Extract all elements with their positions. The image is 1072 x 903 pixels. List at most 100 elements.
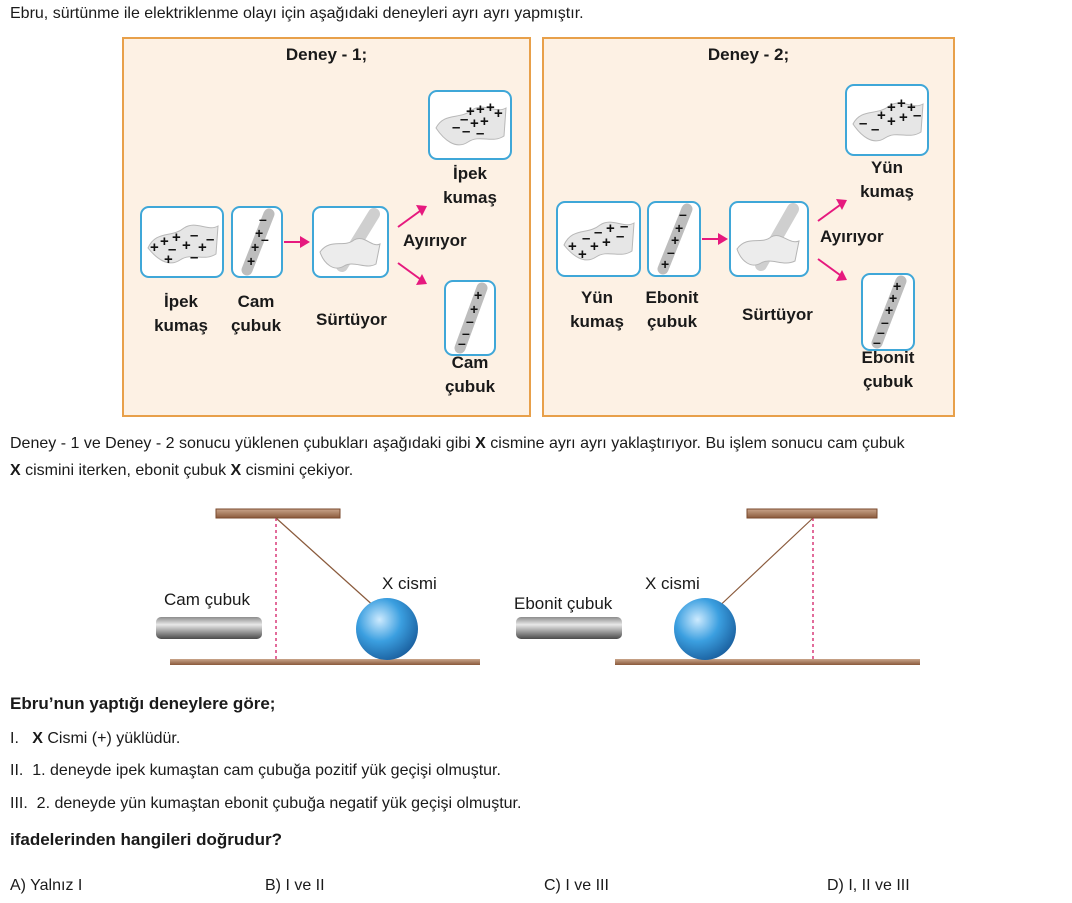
svg-text:–: – [877,324,885,340]
arrow-down-right-icon [397,262,427,285]
result-wool-fabric-illustration: – – + + + + + + – [852,95,924,142]
svg-text:+: + [885,302,893,318]
ebonite-rod-card: – + + – + [647,201,701,277]
silk-fabric-card: + + – + + – + – + – [140,206,224,278]
svg-text:+: + [470,115,479,132]
svg-text:+: + [899,109,908,126]
wool-fabric-illustration: + + – + – + + – – [563,218,635,263]
svg-text:–: – [616,228,624,245]
svg-text:–: – [620,218,628,235]
deney-2-panel: Deney - 2; + + – + – + + – – – + + – + [542,37,955,417]
ebonite-rod-illustration: – + + – + [657,203,693,275]
svg-text:+: + [602,234,611,251]
wool-fabric-card: + + – + – + + – – [556,201,641,277]
svg-text:–: – [871,121,879,138]
separate-label: Ayırıyor [820,227,884,246]
svg-text:+: + [470,301,478,317]
scene-ebonite-rod: Ebonit çubuk X cismi [510,500,930,680]
separate-label: Ayırıyor [403,231,467,250]
svg-text:+: + [486,99,495,116]
svg-text:–: – [913,107,921,124]
result-wool-fabric-card: – – + + + + + + – [845,84,929,156]
arrow-up-right-icon [817,199,847,222]
svg-text:–: – [190,227,198,244]
option-c[interactable]: C) I ve III [544,877,609,894]
description-line-2: X cismini iterken, ebonit çubuk X cismin… [10,462,354,479]
svg-text:+: + [675,220,683,236]
result-glass-rod-illustration: + + – – – [454,282,488,354]
svg-text:+: + [150,239,159,256]
option-d[interactable]: D) I, II ve III [827,877,910,894]
svg-text:+: + [897,95,906,112]
svg-text:+: + [606,220,615,237]
svg-text:+: + [160,233,169,250]
svg-text:–: – [460,111,468,128]
statement-2: II. 1. deneyde ipek kumaştan cam çubuğa … [10,762,501,779]
description-line-1: Deney - 1 ve Deney - 2 sonucu yüklenen ç… [10,435,905,452]
svg-text:+: + [198,239,207,256]
svg-text:+: + [182,237,191,254]
svg-text:–: – [594,224,602,241]
svg-text:–: – [873,334,881,349]
rubbing-card [729,201,809,277]
scene-glass-rod-label: Cam çubuk [164,590,250,609]
rubbing-illustration [736,203,800,271]
svg-text:–: – [190,249,198,266]
question-lead: Ebru’nun yaptığı deneylere göre; [10,694,276,713]
svg-text:–: – [261,231,269,247]
svg-text:+: + [893,278,901,294]
deney-1-title: Deney - 1; [285,45,368,64]
svg-text:+: + [255,225,263,241]
rubbing-illustration [319,208,381,272]
scene-glass-rod-illustration [156,508,480,665]
arrow-up-right-icon [397,205,427,228]
svg-text:+: + [568,238,577,255]
result-silk-fabric-illustration: – – + + + + + + – – [435,99,507,146]
svg-text:–: – [206,231,214,248]
svg-text:+: + [480,113,489,130]
svg-text:+: + [907,99,916,116]
statement-3: III. 2. deneyde yün kumaştan ebonit çubu… [10,795,522,812]
arrow-right-icon [284,236,310,248]
question-prompt: ifadelerinden hangileri doğrudur? [10,830,283,849]
scene-glass-ball-label: X cismi [382,574,437,593]
statement-1: I. X Cismi (+) yüklüdür. [10,730,181,747]
svg-text:+: + [164,251,173,268]
option-a[interactable]: A) Yalnız I [10,877,83,894]
result-ebonite-rod-card: + + + – – – [861,273,915,351]
svg-text:+: + [661,256,669,272]
deney-1-panel: Deney - 1; + + – + + – + – + – – + + + – [122,37,531,417]
result-ebonite-rod-illustration: + + + – – – [871,275,907,349]
svg-text:+: + [877,107,886,124]
rub-label: Sürtüyor [742,305,813,324]
svg-text:–: – [466,313,474,329]
svg-text:–: – [476,125,484,142]
svg-text:+: + [474,287,482,303]
silk-fabric-illustration: + + – + + – + – + – [147,224,219,268]
option-b[interactable]: B) I ve II [265,877,325,894]
svg-text:–: – [679,206,687,222]
svg-text:+: + [887,113,896,130]
svg-text:+: + [671,232,679,248]
scene-ebonite-rod-illustration [516,508,920,665]
result-glass-rod-card: + + – – – [444,280,496,356]
svg-text:–: – [458,335,466,351]
scene-ebonite-ball-label: X cismi [645,574,700,593]
svg-text:+: + [251,239,259,255]
deney-2-title: Deney - 2; [707,45,790,64]
svg-text:+: + [889,290,897,306]
svg-text:–: – [168,241,176,258]
svg-text:–: – [582,230,590,247]
svg-text:–: – [859,115,867,132]
arrow-right-icon [702,233,728,245]
glass-rod-illustration: – + + + – [241,208,275,276]
svg-text:+: + [172,229,181,246]
scene-glass-rod: Cam çubuk X cismi [150,500,490,680]
